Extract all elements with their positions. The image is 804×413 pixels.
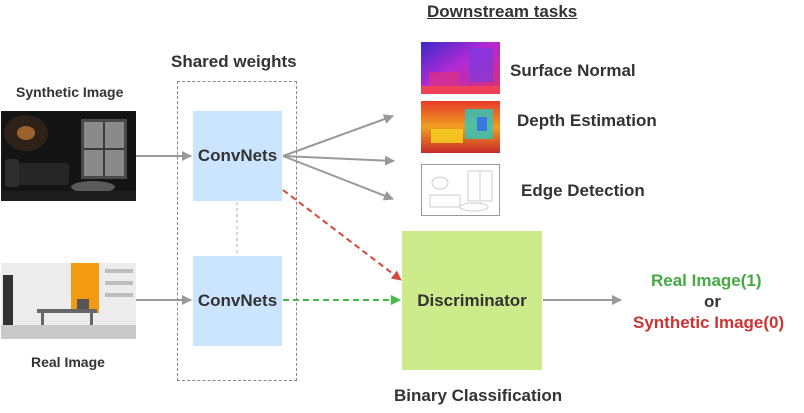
- surface-normal-graphic: [421, 42, 500, 94]
- shared-weights-frame: [177, 81, 297, 381]
- real-image-label: Real Image: [31, 354, 105, 370]
- discriminator-block: Discriminator: [402, 231, 542, 370]
- encoder-bottom: ConvNets: [193, 256, 282, 346]
- output-synthetic-label: Synthetic Image(0): [633, 313, 785, 332]
- synthetic-scene-graphic: [1, 111, 136, 201]
- task-label-surface-normal: Surface Normal: [510, 61, 636, 80]
- binary-classification-label: Binary Classification: [394, 386, 563, 405]
- encoder-to-depth-arrow: [282, 155, 395, 166]
- encoder-to-surface-arrow: [282, 114, 394, 157]
- output-or-label: or: [704, 292, 721, 311]
- edge-detection-graphic: [429, 170, 493, 212]
- edge-detection-thumbnail: [421, 164, 500, 216]
- encoder-to-edge-arrow: [282, 155, 394, 201]
- output-real-label: Real Image(1): [651, 271, 762, 290]
- synthetic-image: [1, 111, 136, 201]
- synthetic-image-label: Synthetic Image: [16, 84, 124, 100]
- shared-weights-label: Shared weights: [171, 52, 297, 71]
- surface-normal-thumbnail: [421, 42, 500, 94]
- downstream-heading: Downstream tasks: [427, 2, 578, 21]
- task-label-depth-estimation: Depth Estimation: [517, 111, 657, 130]
- depth-estimation-graphic: [421, 101, 500, 153]
- synthetic-path-arrow: [282, 189, 402, 281]
- encoder-top: ConvNets: [193, 111, 282, 201]
- task-label-edge-detection: Edge Detection: [521, 181, 645, 200]
- depth-estimation-thumbnail: [421, 101, 500, 153]
- real-image: [1, 263, 136, 339]
- real-scene-graphic: [1, 263, 136, 339]
